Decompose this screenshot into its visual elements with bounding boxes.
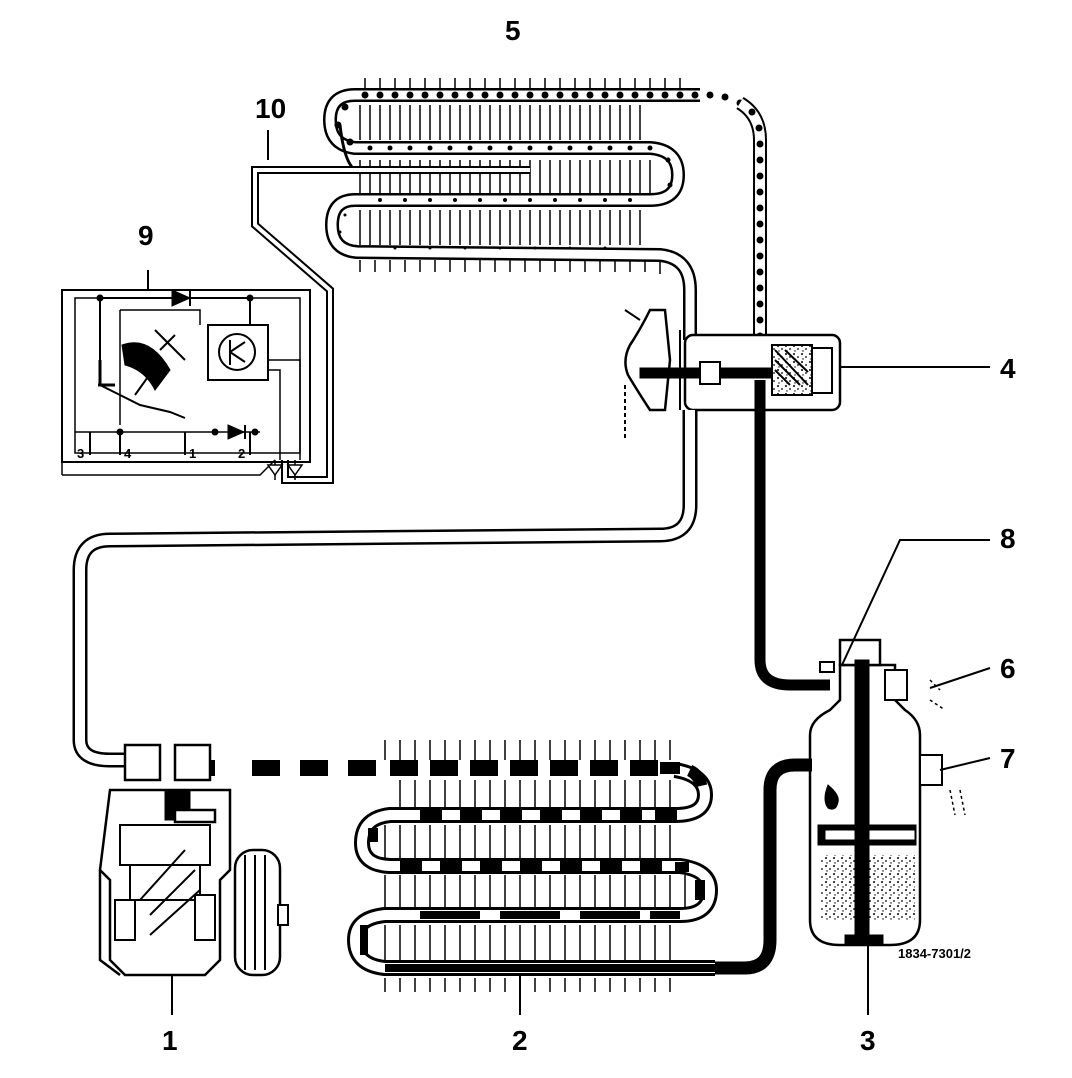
control-switch <box>61 270 311 480</box>
terminal-label-4: 4 <box>124 446 132 461</box>
terminal-label-2: 2 <box>238 446 245 461</box>
thermostat-capillary <box>251 130 530 484</box>
suction-line <box>72 410 698 780</box>
liquid-line <box>754 380 830 691</box>
callout-2: 2 <box>512 1025 528 1056</box>
callout-1: 1 <box>162 1025 178 1056</box>
terminal-label-1: 1 <box>189 446 196 461</box>
expansion-valve <box>624 308 990 440</box>
callout-10: 10 <box>255 93 286 124</box>
callout-9: 9 <box>138 220 154 251</box>
receiver-drier <box>808 539 991 1015</box>
callout-7: 7 <box>1000 743 1016 774</box>
compressor <box>98 743 289 1015</box>
callout-3: 3 <box>860 1025 876 1056</box>
evaporator <box>322 78 744 340</box>
callout-6: 6 <box>1000 653 1016 684</box>
callout-4: 4 <box>1000 353 1016 384</box>
condenser <box>346 740 812 1015</box>
reference-code: 1834-7301/2 <box>898 946 971 961</box>
suction-line-dotted <box>736 96 767 360</box>
terminal-label-3: 3 <box>77 446 84 461</box>
callout-5: 5 <box>505 15 521 46</box>
callout-8: 8 <box>1000 523 1016 554</box>
